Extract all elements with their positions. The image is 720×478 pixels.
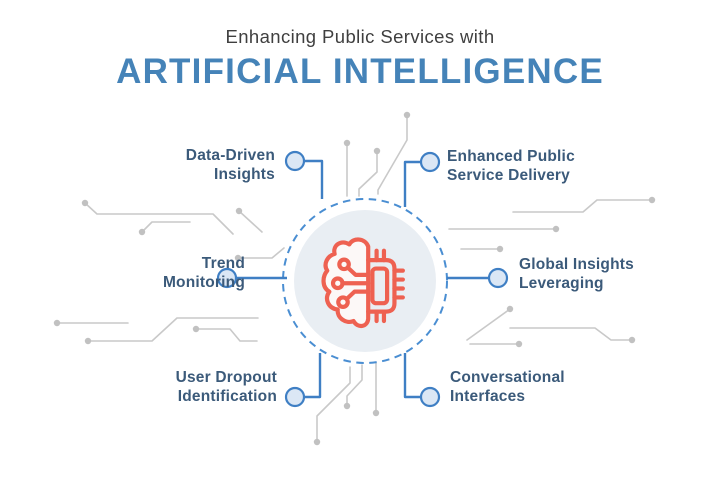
hub-dashed-ring [282, 198, 448, 364]
node-label-line: Identification [177, 388, 277, 405]
connector-line-conversational-interfaces [403, 353, 421, 399]
node-label-line: Enhanced Public [447, 148, 575, 165]
node-label-line: Insights [213, 166, 275, 183]
connector-dot-enhanced-public-service-delivery [419, 151, 441, 173]
node-label-user-dropout-identification: User Dropout Identification [121, 368, 277, 406]
connector-line-user-dropout-identification [304, 353, 322, 399]
node-label-trend-monitoring: Trend Monitoring [95, 254, 245, 292]
node-label-line: User Dropout [175, 369, 277, 386]
infographic-subtitle: Enhancing Public Services with [225, 26, 495, 47]
node-label-data-driven-insights: Data-Driven Insights [122, 146, 275, 184]
node-label-enhanced-public-service-delivery: Enhanced Public Service Delivery [447, 147, 622, 185]
page-title: ARTIFICIAL INTELLIGENCE [116, 52, 604, 91]
node-label-line: Service Delivery [447, 167, 570, 184]
connector-dot-global-insights-leveraging [487, 267, 509, 289]
node-label-line: Interfaces [450, 388, 526, 405]
node-label-line: Leveraging [519, 275, 604, 292]
node-label-global-insights-leveraging: Global Insights Leveraging [519, 255, 684, 293]
background-circuit-traces [56, 114, 653, 443]
node-label-line: Conversational [450, 369, 565, 386]
connector-dot-user-dropout-identification [284, 386, 306, 408]
node-label-conversational-interfaces: Conversational Interfaces [450, 368, 625, 406]
node-label-line: Monitoring [162, 274, 245, 291]
circuit-trace-end-dots [53, 111, 656, 446]
connector-dot-data-driven-insights [284, 150, 306, 172]
connector-line-enhanced-public-service-delivery [403, 160, 421, 207]
connector-dot-conversational-interfaces [419, 386, 441, 408]
connector-line-data-driven-insights [304, 159, 324, 199]
node-label-line: Trend [201, 255, 245, 272]
node-label-line: Data-Driven [185, 147, 275, 164]
ai-brain-chip-icon [321, 237, 405, 329]
node-label-line: Global Insights [519, 256, 634, 273]
connector-dot-trend-monitoring [216, 267, 238, 289]
